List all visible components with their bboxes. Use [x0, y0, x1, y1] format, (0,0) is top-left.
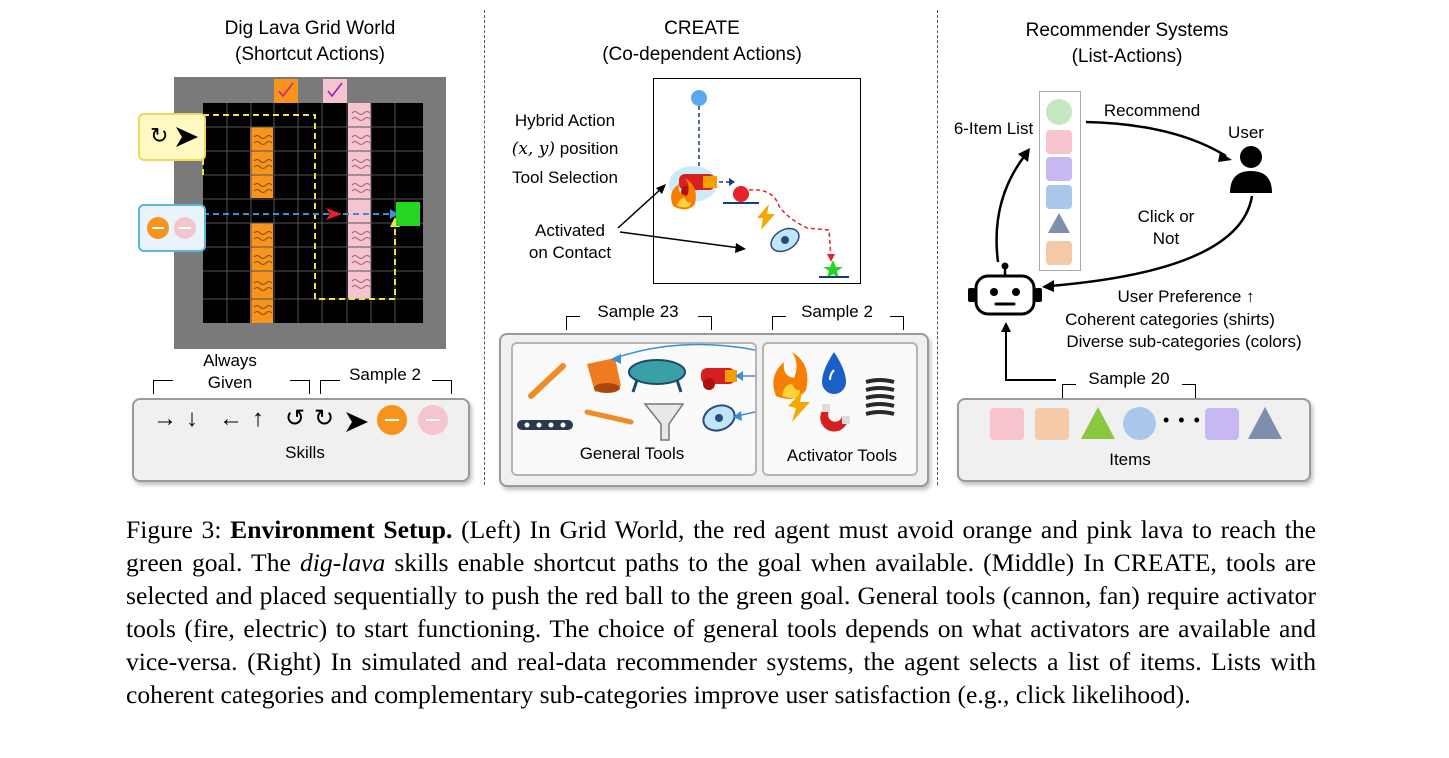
click-label: Click or Not	[1137, 207, 1195, 248]
item-pink	[990, 408, 1024, 440]
forward-skill-icon	[346, 412, 368, 432]
magnet-icon	[820, 404, 850, 432]
ramp-icon	[528, 363, 566, 399]
grid-world	[174, 77, 446, 349]
down-arrow-skill: ↓	[186, 405, 198, 432]
rotate-cw-skill: ↻	[314, 405, 335, 432]
list-item-blue	[1046, 185, 1072, 209]
left-arrow-skill: ←	[219, 405, 243, 432]
middle-title-line2: (Co-dependent Actions)	[602, 44, 802, 65]
item-green-triangle	[1081, 407, 1115, 439]
dig-pink-icon	[174, 217, 196, 239]
fire-icon	[773, 352, 808, 399]
right-arrow-skill: →	[153, 405, 177, 432]
always-given-label: Always Given	[203, 351, 257, 392]
left-sample-label: Sample 2	[349, 365, 421, 384]
right-title: Recommender Systems (List-Actions)	[977, 18, 1277, 70]
figure-caption: Figure 3: Environment Setup. (Left) In G…	[126, 513, 1316, 711]
sample-23-bracket	[566, 316, 712, 330]
rotate-ccw-skill: ↺	[285, 405, 306, 432]
position-suffix: position	[559, 139, 619, 158]
list-item-peach	[1046, 241, 1072, 265]
item-blue-circle	[1123, 407, 1156, 440]
recommend-arrows	[995, 120, 1254, 381]
plank-icon	[584, 409, 634, 425]
left-title-line1: Dig Lava Grid World	[224, 18, 396, 39]
activation-arrows	[617, 184, 746, 253]
create-scene-drawing	[669, 90, 849, 278]
diverse-label: Diverse sub-categories (colors)	[1066, 332, 1302, 351]
items-label: Items	[1109, 450, 1151, 469]
up-arrow-skill: ↑	[252, 405, 264, 432]
recommend-label: Recommend	[1103, 101, 1201, 120]
caption-text-2: skills enable shortcut paths to the goal…	[126, 548, 1316, 709]
item-purple	[1205, 408, 1239, 440]
rotate-forward-skill-box: ↻	[138, 113, 206, 161]
sample-two-bracket	[320, 380, 452, 394]
funnel-icon	[643, 403, 685, 441]
figure-label: Figure 3:	[126, 515, 222, 544]
robot-icon	[968, 262, 1042, 316]
user-icon	[1230, 146, 1272, 193]
always-given-bracket	[153, 380, 310, 394]
electric-fan-icon	[757, 204, 800, 253]
hybrid-action-label: Hybrid Action	[514, 111, 616, 130]
sample-20-label: Sample 20	[1088, 369, 1170, 388]
electric-icon	[788, 392, 810, 422]
conveyor-icon	[517, 420, 573, 430]
sample-23-label: Sample 23	[597, 302, 679, 321]
cannon-tool-icon	[701, 368, 737, 390]
list-label: 6-Item List	[953, 119, 1034, 138]
sample-2-label: Sample 2	[801, 302, 873, 321]
dig-orange-skill-icon	[377, 405, 407, 435]
skills-panel	[132, 398, 470, 482]
activator-tools-label: Activator Tools	[786, 446, 898, 465]
general-tools-label: General Tools	[579, 444, 685, 463]
tool-selection-label: Tool Selection	[512, 168, 618, 187]
user-preference-label: User Preference ↑	[1117, 287, 1255, 306]
dig-lava-skill-box	[138, 204, 206, 252]
bucket-icon	[587, 358, 621, 393]
water-drop-icon	[822, 352, 846, 394]
user-label: User	[1228, 123, 1264, 142]
caption-title: Environment Setup.	[230, 515, 453, 544]
sample-2-bracket	[772, 316, 904, 330]
trampoline-icon	[628, 359, 686, 393]
caption-text-1: (Left) In Grid World, the red agent must…	[126, 515, 1316, 577]
forward-arrow-icon	[176, 127, 198, 147]
right-title-line2: (List-Actions)	[1071, 46, 1183, 67]
skills-label: Skills	[285, 443, 325, 462]
caption-italic-term: dig-lava	[299, 548, 386, 577]
item-peach	[1035, 408, 1069, 440]
list-item-triangle	[1048, 213, 1070, 233]
activator-tools-icons	[773, 352, 895, 432]
dig-pink-skill-icon	[418, 405, 448, 435]
middle-title-line1: CREATE	[664, 18, 740, 39]
left-title: Dig Lava Grid World (Shortcut Actions)	[160, 16, 460, 68]
right-title-line1: Recommender Systems	[1025, 20, 1229, 41]
position-label: (𝑥, 𝑦) position	[500, 138, 630, 160]
position-math: (𝑥, 𝑦)	[511, 139, 555, 159]
divider-right	[937, 10, 938, 485]
items-ellipsis: • • •	[1163, 410, 1202, 430]
sample-20-bracket	[1062, 384, 1196, 398]
rotate-clockwise-icon: ↻	[150, 123, 169, 148]
activated-label: Activated on Contact	[528, 221, 612, 262]
coherent-label: Coherent categories (shirts)	[1065, 310, 1275, 329]
list-item-green	[1046, 99, 1072, 125]
list-item-purple	[1046, 157, 1072, 181]
fan-tool-icon	[702, 404, 736, 432]
item-slate-triangle	[1248, 407, 1282, 439]
spring-icon	[865, 378, 895, 416]
list-item-pink	[1046, 130, 1072, 154]
divider-left	[484, 10, 485, 485]
dig-orange-icon	[147, 217, 169, 239]
left-title-line2: (Shortcut Actions)	[235, 44, 385, 65]
general-tools-icons	[517, 343, 755, 441]
middle-title: CREATE (Co-dependent Actions)	[552, 16, 852, 68]
cannon-icon	[669, 166, 717, 210]
